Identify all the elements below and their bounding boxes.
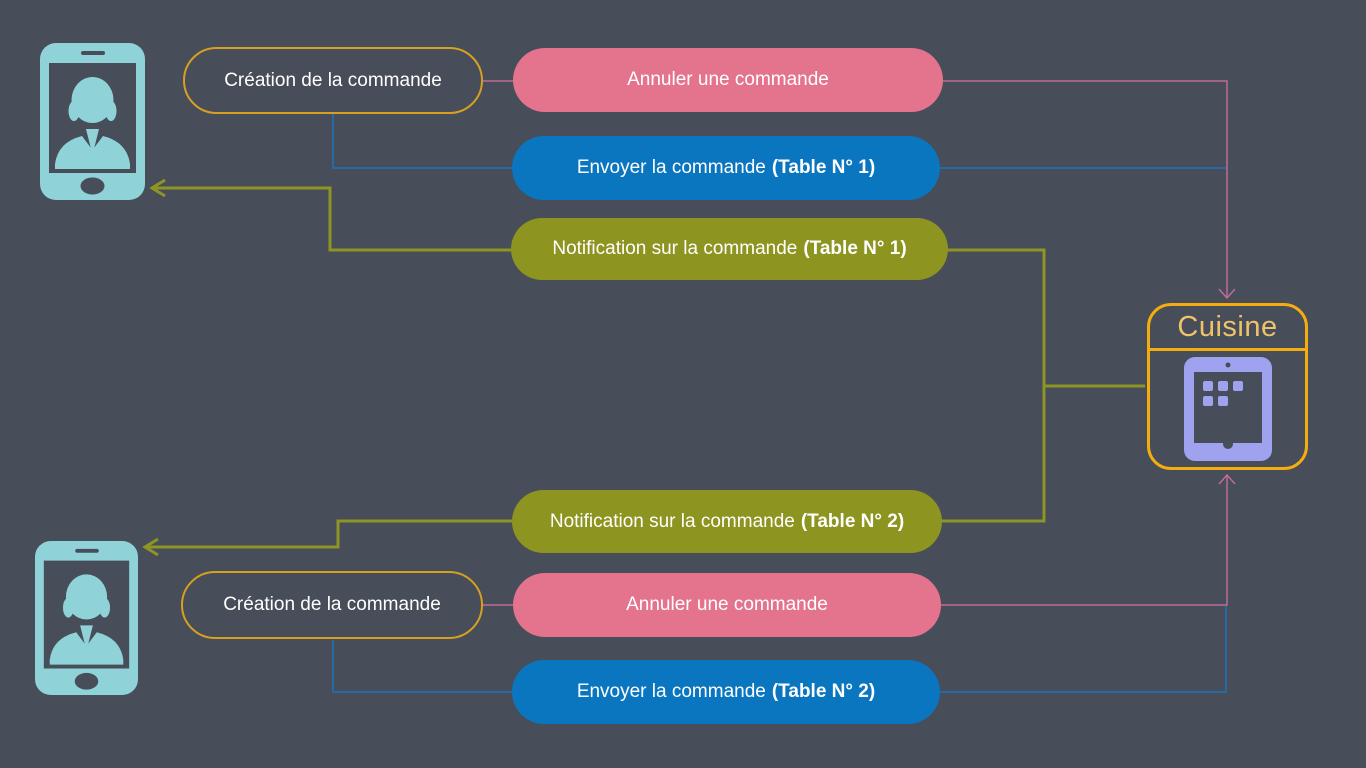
phone-speaker (81, 51, 105, 55)
waiter-phone-2 (35, 540, 138, 696)
node-label-table: (Table N° 2) (800, 510, 905, 532)
edge-annuler2-cuisine (941, 476, 1228, 606)
node-creation-commande-1: Création de la commande (183, 47, 483, 114)
node-annuler-commande-1: Annuler une commande (513, 48, 943, 112)
node-creation-commande-2: Création de la commande (181, 571, 483, 639)
waiter-avatar-icon (49, 574, 124, 665)
tablet-icon (1183, 357, 1272, 461)
arrowhead-phone1 (149, 178, 166, 198)
node-envoyer-commande-2: Envoyer la commande (Table N° 2) (512, 660, 940, 724)
edge-notif2-phone2 (146, 519, 512, 549)
node-notification-commande-2: Notification sur la commande (Table N° 2… (512, 490, 942, 553)
waiter-avatar-icon (55, 77, 130, 169)
node-label: Annuler une commande (627, 69, 829, 90)
node-annuler-commande-2: Annuler une commande (513, 573, 941, 637)
node-label: Notification sur la commande (549, 510, 795, 532)
arrowhead-cuisine-top (1218, 288, 1236, 300)
node-cuisine: Cuisine (1147, 303, 1308, 470)
node-label: Annuler une commande (626, 594, 828, 615)
cuisine-title: Cuisine (1150, 306, 1305, 351)
tablet-camera (1225, 362, 1230, 368)
edge-envoyer2-cuisine (940, 606, 1227, 693)
node-label-table: (Table N° 2) (771, 681, 876, 702)
phone-icon (35, 540, 138, 696)
node-label-table: (Table N° 1) (803, 238, 907, 259)
tablet-app-grid (1202, 381, 1243, 406)
node-label: Envoyer la commande (576, 157, 766, 178)
edge-notif1-notif2-junction (941, 248, 1046, 523)
arrowhead-cuisine-bottom (1218, 473, 1236, 485)
tablet-home-notch (1222, 439, 1233, 449)
node-notification-commande-1: Notification sur la commande (Table N° 1… (511, 218, 948, 280)
arrowhead-phone2 (142, 537, 159, 557)
node-label: Création de la commande (223, 594, 441, 615)
node-envoyer-commande-1: Envoyer la commande (Table N° 1) (512, 136, 940, 200)
phone-home-button (74, 672, 99, 690)
cuisine-body (1150, 351, 1305, 467)
edge-notif1-phone1 (153, 186, 511, 252)
phone-speaker (75, 548, 99, 553)
node-label-table: (Table N° 1) (771, 157, 876, 178)
phone-icon (40, 43, 145, 200)
node-label: Création de la commande (224, 69, 442, 91)
edge-creation1-envoyer1 (332, 114, 512, 169)
node-label: Notification sur la commande (552, 238, 798, 259)
waiter-phone-1 (40, 43, 145, 200)
edge-creation2-envoyer2 (332, 640, 512, 693)
phone-home-button (80, 177, 105, 195)
node-label: Envoyer la commande (576, 681, 766, 702)
edge-annuler1-cuisine (943, 80, 1228, 297)
